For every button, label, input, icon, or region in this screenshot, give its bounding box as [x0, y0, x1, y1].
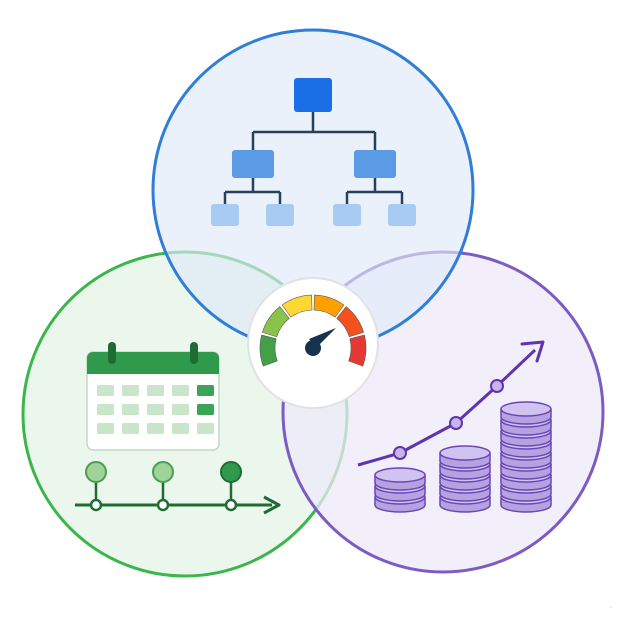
timeline-point — [224, 498, 238, 512]
calendar-day — [172, 385, 189, 396]
calendar-day — [197, 385, 214, 396]
org-node-top — [294, 78, 332, 112]
gauge-segment — [261, 306, 290, 338]
growth-point — [490, 379, 504, 393]
timeline-icon — [75, 461, 281, 515]
calendar-day — [197, 423, 214, 434]
calendar-day — [97, 423, 114, 434]
growth-arrow-head — [520, 340, 545, 363]
gauge-segment — [348, 334, 367, 367]
org-node-mid-right — [354, 150, 396, 178]
milestone-marker — [152, 461, 174, 483]
timeline-point — [89, 498, 103, 512]
org-chart-icon — [211, 78, 416, 226]
coin-top — [374, 467, 426, 483]
calendar-day — [172, 423, 189, 434]
calendar-day — [172, 404, 189, 415]
org-node-mid-left — [232, 150, 274, 178]
org-node-leaf — [333, 204, 361, 226]
coin-stacks — [374, 401, 552, 513]
speedometer-icon — [247, 277, 379, 409]
coin-top — [500, 401, 552, 417]
corner-mark: . — [610, 604, 612, 610]
calendar-grid — [97, 385, 214, 434]
milestone-marker — [85, 461, 107, 483]
org-node-leaf — [266, 204, 294, 226]
growth-chart-icon — [357, 340, 552, 513]
calendar-day — [97, 385, 114, 396]
calendar-icon — [86, 342, 220, 451]
calendar-day — [147, 385, 164, 396]
calendar-day — [147, 404, 164, 415]
org-node-leaf — [211, 204, 239, 226]
calendar-day — [97, 404, 114, 415]
gauge-segment — [259, 334, 278, 367]
calendar-day — [147, 423, 164, 434]
calendar-day — [122, 423, 139, 434]
growth-point — [449, 416, 463, 430]
growth-point — [393, 446, 407, 460]
gauge-segment — [281, 294, 313, 318]
gauge-segment — [336, 306, 365, 338]
gauge-hub — [305, 340, 321, 356]
gauge-arcs — [259, 294, 367, 367]
milestone-marker — [220, 461, 242, 483]
calendar-day — [122, 404, 139, 415]
calendar-day — [122, 385, 139, 396]
timeline-point — [156, 498, 170, 512]
gauge-segment — [313, 294, 345, 318]
org-node-leaf — [388, 204, 416, 226]
calendar-day — [197, 404, 214, 415]
coin-top — [439, 445, 491, 461]
